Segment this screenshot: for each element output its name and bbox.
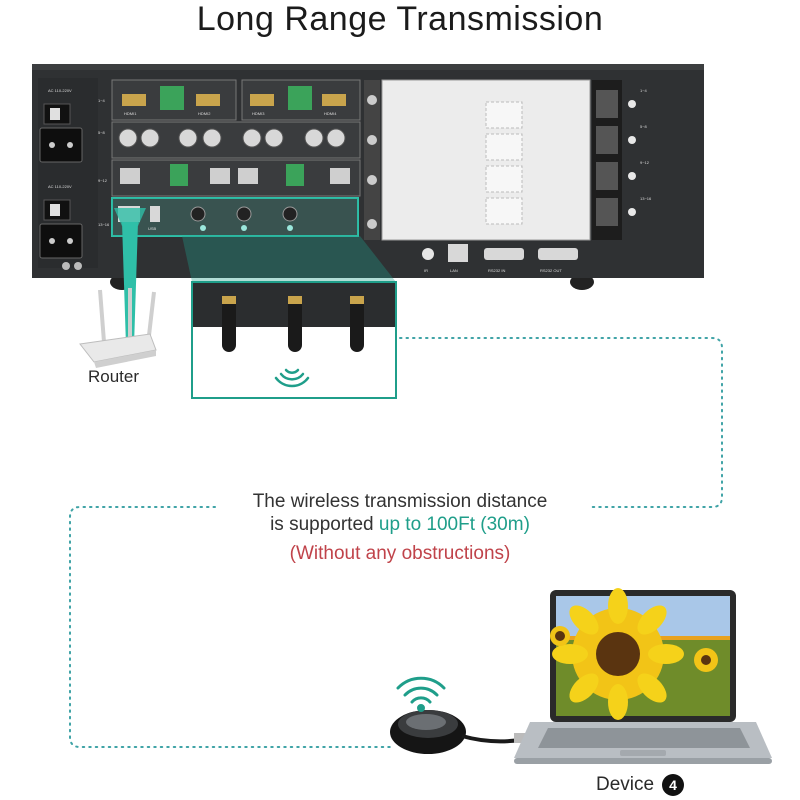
slot-label: 1~4 <box>640 88 648 93</box>
device-number-badge: 4 <box>662 774 685 796</box>
rs232-in-port <box>484 248 524 260</box>
port-label: RS232 IN <box>488 268 505 273</box>
terminal-block <box>170 164 188 186</box>
port-label: RS232 OUT <box>540 268 562 273</box>
ir-port <box>422 248 434 260</box>
dotted-connection-path <box>399 337 723 508</box>
zoom-funnel <box>182 236 396 282</box>
usb-label: USB <box>148 226 157 231</box>
lan-port <box>448 244 468 262</box>
router-label: Router <box>88 367 140 386</box>
hdmi-port <box>196 94 220 106</box>
hdmi-label: HDMI1 <box>124 111 137 116</box>
caption-line-2-prefix: is supported <box>270 514 379 535</box>
hdmi-port <box>322 94 346 106</box>
sunflower-image <box>550 588 718 720</box>
slot-label: 9~12 <box>98 178 108 183</box>
power-label-1: AC 110-220V <box>48 88 72 93</box>
usb-port <box>150 206 160 222</box>
antenna-zoom-box <box>191 281 397 399</box>
caption-distance-highlight: up to 100Ft (30m) <box>378 514 530 535</box>
antenna-icon <box>222 296 236 352</box>
dotted-connection-path-lower <box>69 506 391 748</box>
device-label-text: Device <box>596 774 655 795</box>
terminal-block <box>288 86 312 110</box>
antenna-icon <box>350 296 364 352</box>
power-label-2: AC 110-220V <box>48 184 72 189</box>
page-title: Long Range Transmission <box>196 0 604 38</box>
wifi-icon <box>396 676 446 712</box>
laptop-icon <box>514 588 772 764</box>
hdbaset-card <box>111 159 361 197</box>
slot-label: 5~8 <box>98 130 106 135</box>
lan-cable <box>122 222 138 346</box>
terminal-block <box>286 164 304 186</box>
slot-label: 5~8 <box>640 124 648 129</box>
caption-line-3: (Without any obstructions) <box>289 543 511 564</box>
caption-line-2: is supported up to 100Ft (30m) <box>0 513 800 537</box>
terminal-block <box>160 86 184 110</box>
slot-label: 13~16 <box>98 222 110 227</box>
matrix-chassis: AC 110-220V AC 110-220V 1~4 5~8 9~12 13~… <box>32 64 704 278</box>
hdmi-label: HDMI3 <box>252 111 265 116</box>
rs232-out-port <box>538 248 578 260</box>
slot-label: 13~16 <box>640 196 652 201</box>
wifi-icon <box>274 368 310 388</box>
power-socket <box>39 127 83 163</box>
power-socket <box>39 223 83 259</box>
hdmi-port <box>122 94 146 106</box>
slot-label: 9~12 <box>640 160 650 165</box>
caption-line-1: The wireless transmission distance <box>252 491 548 512</box>
slot-label: 1~4 <box>98 98 106 103</box>
port-label: LAN <box>450 268 458 273</box>
dongle-icon <box>390 710 530 754</box>
router-icon <box>79 288 157 368</box>
hdmi-port <box>250 94 274 106</box>
port-label: IR <box>424 268 428 273</box>
device-label: Device 4 <box>596 774 685 796</box>
hdmi-label: HDMI2 <box>198 111 211 116</box>
hdmi-label: HDMI4 <box>324 111 337 116</box>
antenna-icon <box>288 296 302 352</box>
